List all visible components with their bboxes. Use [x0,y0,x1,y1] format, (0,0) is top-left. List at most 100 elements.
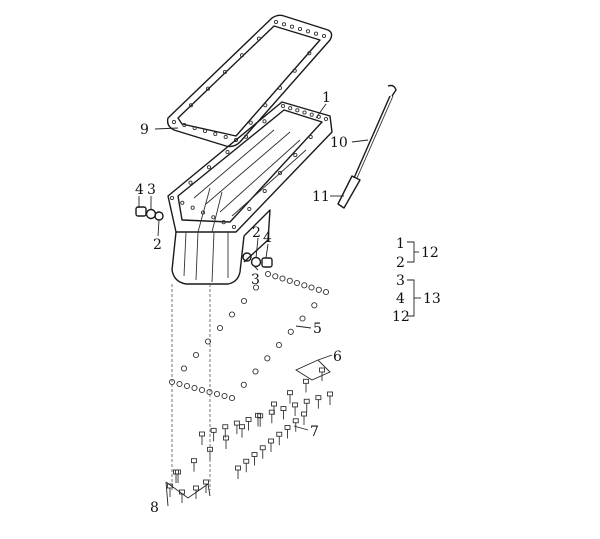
bolt [327,391,333,405]
callout-8: 8 [150,500,159,516]
legend-kit-13: 13 [423,291,441,307]
washer [221,392,228,400]
bolt [301,411,307,425]
gasket-hole [213,131,218,137]
washer [228,311,236,318]
flange-hole [309,112,314,117]
washer [287,328,294,335]
bolt [173,469,179,483]
bolt [191,458,197,472]
flange-hole [190,205,195,210]
bolt [268,438,274,452]
flange-hole [211,215,216,220]
washer [228,394,236,402]
callout-3-right: 3 [251,272,260,288]
washer [264,270,272,278]
bolt [257,413,264,427]
gasket-hole [256,36,262,41]
callout-2-left: 2 [153,237,162,253]
bolt [259,445,266,459]
flange-hole [180,200,185,205]
bolt [280,406,287,420]
gasket-hole [313,31,319,36]
flange-hole [293,152,298,158]
flange-hole [225,149,230,155]
bolt [303,398,310,413]
bolt [284,425,291,439]
washer [204,338,212,345]
bolt [276,431,283,446]
gasket-hole [182,122,187,128]
kit-legend: 1 2 12 3 4 12 13 [392,236,441,325]
flange-hole [200,210,206,215]
washer [315,286,322,293]
flange-hole [206,165,212,170]
callout-9: 9 [140,122,149,138]
gasket-hole [205,86,211,91]
washer [275,341,283,349]
flange-hole [262,188,267,194]
callout-4-left: 4 [135,182,144,198]
washer [240,381,247,388]
washer [272,273,279,280]
washer [216,324,224,332]
callout-10: 10 [330,135,348,151]
gasket-hole [239,53,245,58]
bolt [239,424,245,438]
gasket-hole [202,128,208,134]
legend-item-2: 2 [396,255,405,271]
gasket-hole [223,134,228,140]
bolt [243,458,250,473]
gasket-hole [307,51,312,56]
flange-hole [169,195,175,201]
washer-set-part-5 [168,270,330,402]
gasket-hole [222,69,228,75]
bolt [303,378,309,393]
legend-item-1: 1 [396,236,405,252]
gasket-hole [289,24,295,29]
washer [301,282,308,289]
washer [299,315,306,322]
bolt-set [167,367,333,503]
gasket-hole [305,29,311,34]
flange-hole [188,180,193,185]
bolt [223,435,229,449]
gasket-hole [321,33,327,39]
callouts: 9 1 10 11 4 3 2 2 4 3 5 6 7 8 [135,90,348,516]
callout-11: 11 [312,189,330,205]
legend-item-12: 12 [392,309,410,325]
bracket-8 [165,481,209,499]
washer [192,351,200,359]
washer [213,390,221,398]
bolt [199,431,205,445]
dipstick-part-10 [353,84,397,179]
dipstick-tube-part-11 [337,175,361,209]
washer [180,365,188,372]
bolt [210,427,217,442]
gasket-hole [233,137,239,143]
washer [308,284,315,291]
callout-2-right: 2 [252,225,261,241]
flange-hole [288,106,293,111]
washer [252,284,260,291]
gasket-hole [281,22,287,27]
bolt [292,402,299,416]
washer [264,355,271,362]
bolt [268,409,275,424]
callout-4-right: 4 [263,230,272,246]
flange-hole [295,108,300,113]
drain-plug-left [135,206,164,221]
bolt [315,395,322,409]
washer [293,279,301,287]
flange-hole [280,103,286,109]
washer [286,277,293,284]
drain-plug-right [242,252,273,268]
flange-hole [247,206,252,212]
flange-hole [231,224,237,230]
washer [322,288,330,296]
flange-hole [277,170,283,176]
gasket-hole [192,125,197,131]
bolt [319,367,325,381]
legend-item-3: 3 [396,273,405,289]
flange-hole [308,134,313,140]
